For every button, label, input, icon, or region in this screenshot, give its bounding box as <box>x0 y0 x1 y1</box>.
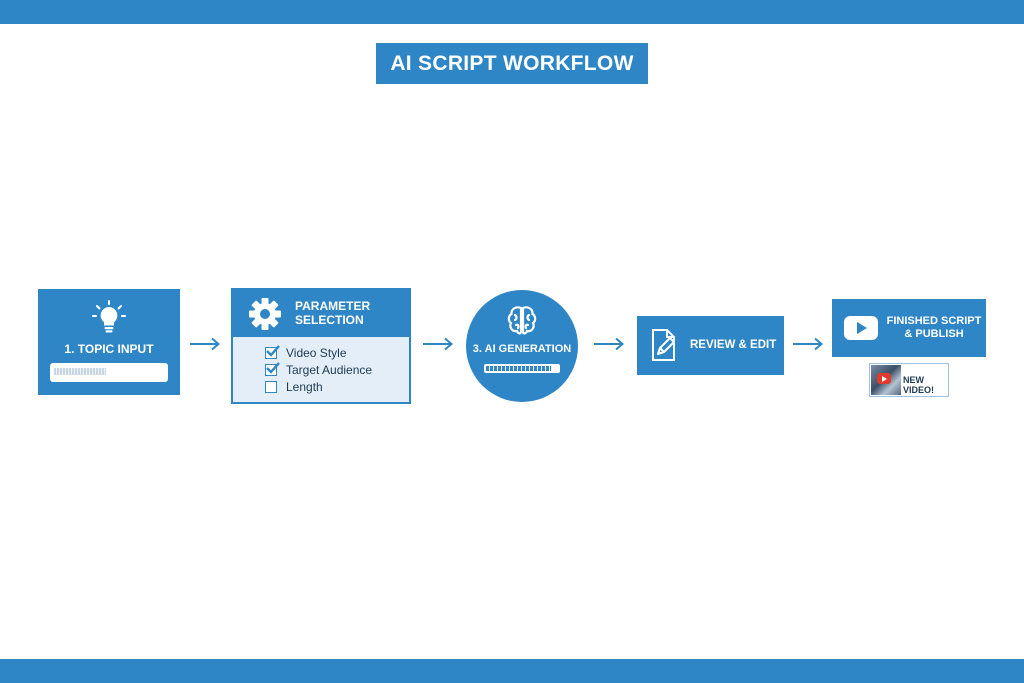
step-generation-label: 3. AI GENERATION <box>472 343 572 355</box>
youtube-play-icon <box>844 316 878 340</box>
step-topic-label: 1. TOPIC INPUT <box>64 342 154 356</box>
step-finished-publish: FINISHED SCRIPT & PUBLISH <box>832 299 986 357</box>
arrow-right-icon <box>423 337 454 351</box>
diagram-title: AI SCRIPT WORKFLOW <box>376 43 648 84</box>
arrow-right-icon <box>594 337 625 351</box>
step-parameter-label: PARAMETER SELECTION <box>295 299 371 327</box>
document-edit-icon <box>652 329 675 361</box>
step-review-edit: REVIEW & EDIT <box>637 316 784 375</box>
video-thumbnail: NEW VIDEO! <box>869 363 949 397</box>
generation-progress-bar <box>484 364 560 373</box>
thumbnail-label: NEW VIDEO! <box>903 375 935 395</box>
arrow-right-icon <box>190 337 221 351</box>
gear-icon <box>249 298 281 330</box>
step-publish-label: FINISHED SCRIPT & PUBLISH <box>886 315 982 340</box>
brain-icon <box>507 306 537 335</box>
topic-input-field[interactable] <box>50 363 168 382</box>
arrow-right-icon <box>793 337 824 351</box>
option-target-audience[interactable]: Target Audience <box>265 362 372 377</box>
checkbox-unchecked[interactable] <box>265 381 277 393</box>
option-length[interactable]: Length <box>265 380 323 394</box>
top-banner-bar <box>0 0 1024 24</box>
step-ai-generation: 3. AI GENERATION <box>466 290 578 402</box>
bottom-banner-bar <box>0 659 1024 683</box>
step-review-label: REVIEW & EDIT <box>690 339 777 351</box>
youtube-logo-icon <box>877 373 891 384</box>
checkbox-checked[interactable] <box>265 362 280 376</box>
step-topic-input: 1. TOPIC INPUT <box>38 289 180 395</box>
checkbox-checked[interactable] <box>265 345 280 359</box>
option-video-style[interactable]: Video Style <box>265 345 347 360</box>
lightbulb-icon <box>92 300 126 333</box>
step-parameter-selection: PARAMETER SELECTION Video Style Target A… <box>231 288 411 404</box>
